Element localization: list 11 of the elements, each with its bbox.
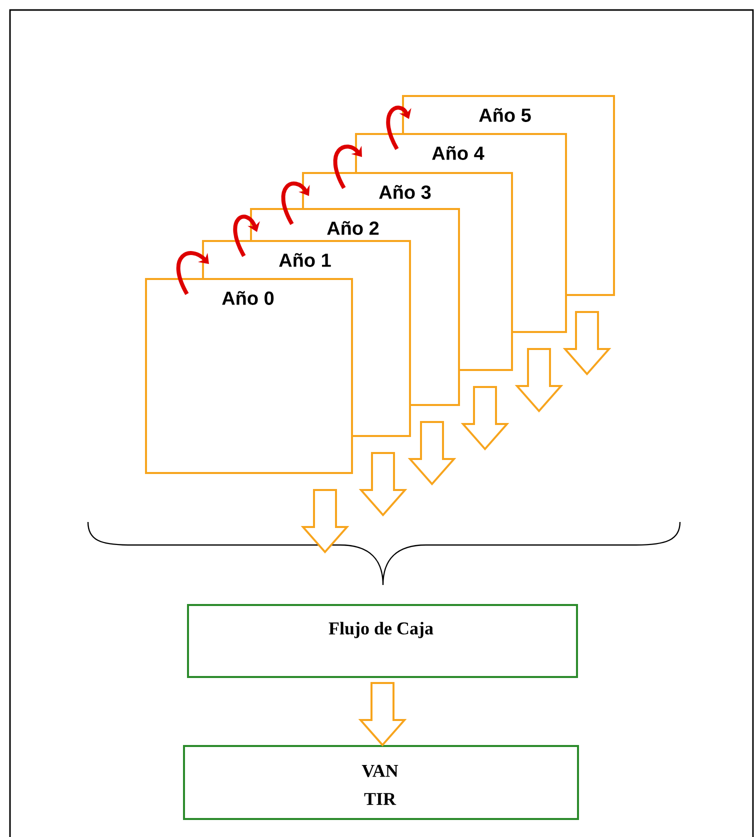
block-arrow [358,682,407,747]
curved-arrow [281,182,310,225]
block-arrow [358,452,408,517]
block-arrow [514,348,564,413]
result-box: VAN TIR [183,745,579,820]
block-arrow [460,386,510,451]
block-arrow [408,421,456,486]
year-box: Año 0 [145,278,353,474]
block-arrow [562,311,612,376]
result-box: Flujo de Caja [187,604,578,678]
block-arrow [300,489,350,554]
